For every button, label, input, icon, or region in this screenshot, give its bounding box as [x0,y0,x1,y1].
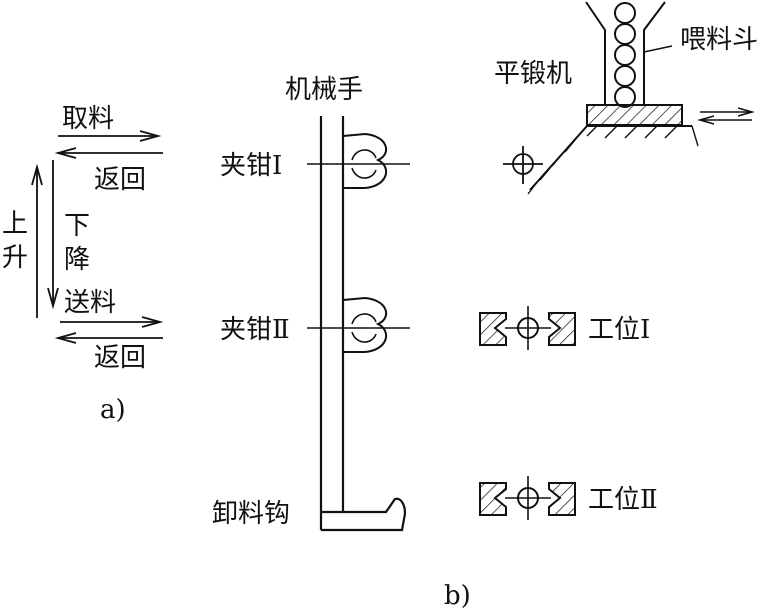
reciprocate-arrows [697,107,755,125]
descend-arrow [47,160,59,310]
return-top-label: 返回 [94,165,146,195]
descend-label-1: 下 [64,211,90,241]
return-bottom-arrow [54,332,163,344]
hopper-label: 喂料斗 [680,25,758,55]
caption-a: a) [100,395,126,425]
clamp-1-label: 夹钳Ⅰ [220,151,282,181]
clamp-1 [307,132,410,189]
manipulator-b: 机械手 夹钳Ⅰ 夹钳Ⅱ 卸料钩 [212,75,410,532]
caption-b: b) [444,581,471,611]
forging-machine-label: 平锻机 [494,59,572,89]
station-2-die [479,476,576,520]
slide-block [586,104,683,126]
rise-label-2: 升 [2,243,28,273]
forging-machine: 平锻机 喂料斗 [494,1,758,195]
station-1-label: 工位Ⅰ [588,315,650,345]
hopper [585,1,673,108]
fetch-label: 取料 [62,104,114,134]
rise-label-1: 上 [2,209,28,239]
station-2-label: 工位Ⅱ [588,485,658,515]
descend-label-2: 降 [64,245,90,275]
clamp-2-label: 夹钳Ⅱ [220,315,290,345]
rise-arrow [31,163,43,318]
return-top-arrow [54,147,163,159]
clamp-2 [307,296,410,353]
station-1-die [479,306,576,350]
unload-hook-label: 卸料钩 [212,499,290,529]
fetch-arrow [58,130,162,142]
return-bottom-label: 返回 [94,343,146,373]
motion-diagram-a: 取料 返回 上 升 下 降 送料 返回 [2,104,164,425]
unload-hook [321,497,406,532]
deliver-arrow [60,316,164,328]
pivot-symbol [503,146,543,184]
deliver-label: 送料 [64,288,116,318]
machine-bed [527,125,699,195]
manipulator-label: 机械手 [285,75,363,105]
